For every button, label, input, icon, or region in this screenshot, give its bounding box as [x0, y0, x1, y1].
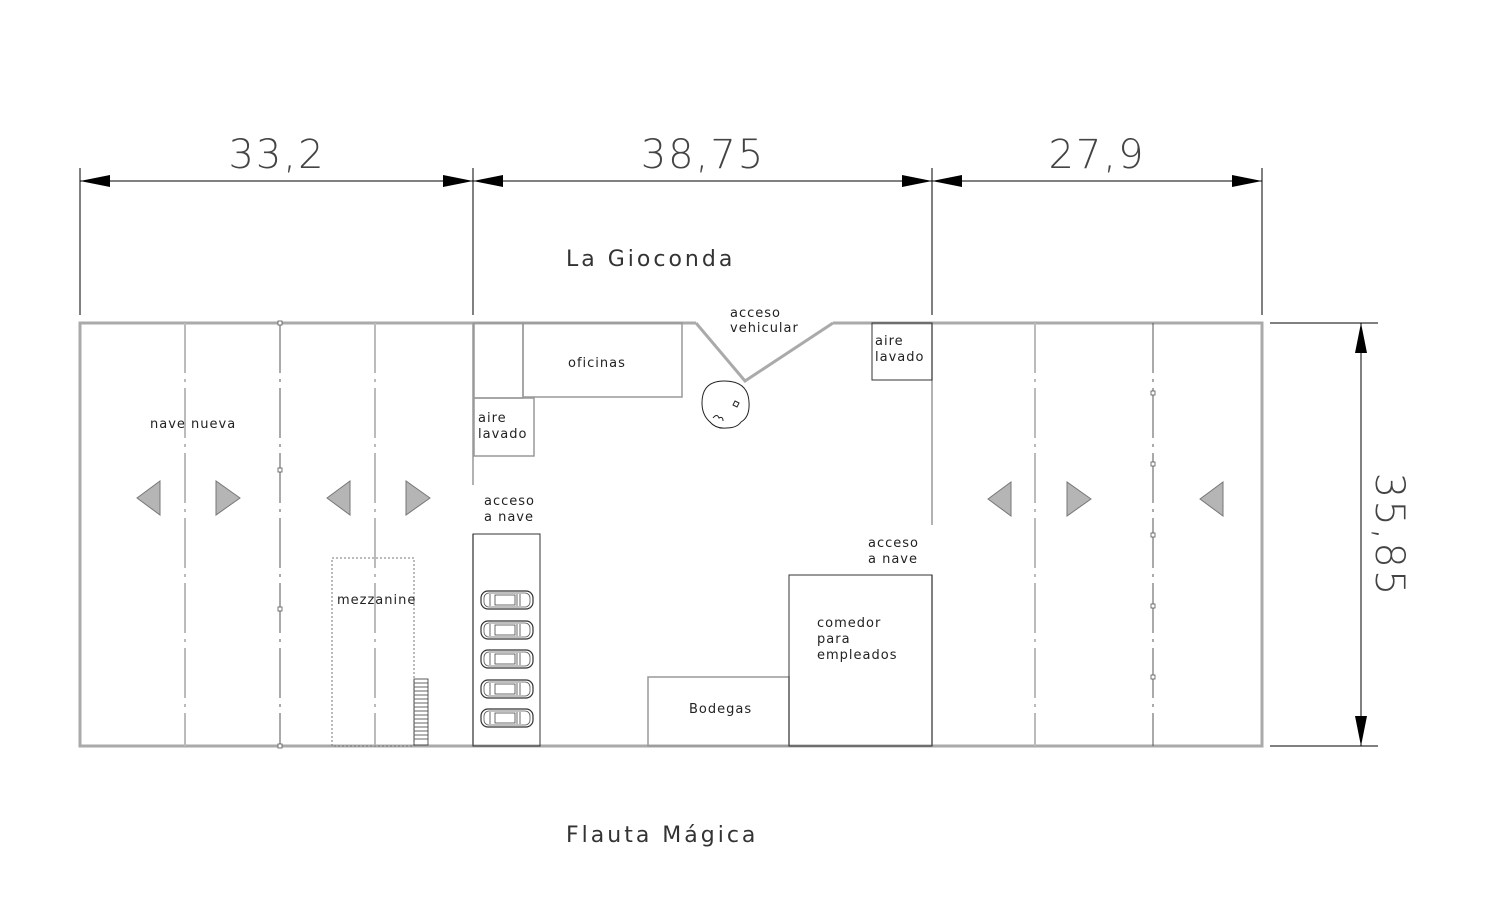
- mezzanine-area: [331, 557, 415, 747]
- car-icon: [480, 620, 534, 640]
- label-aire-lavado-left: aire: [478, 411, 507, 426]
- label-aire-lavado-left: lavado: [478, 427, 527, 442]
- dimension-left-width: 33,2: [228, 132, 325, 178]
- car-icon: [480, 708, 534, 728]
- outer-walls: [78, 321, 1264, 748]
- label-mezzanine: mezzanine: [337, 593, 416, 608]
- column-axes: [184, 320, 1156, 749]
- car-icon: [480, 590, 534, 610]
- label-acceso-vehicular: acceso: [730, 306, 781, 321]
- label-acceso-nave-left: acceso: [484, 494, 535, 509]
- dimension-height: 35,85: [1366, 473, 1412, 598]
- label-comedor: comedor: [817, 616, 881, 631]
- car-icon: [480, 679, 534, 699]
- label-nave-nueva: nave nueva: [150, 417, 236, 432]
- dimension-lines: [79, 168, 1378, 747]
- label-acceso-nave-left: a nave: [484, 510, 534, 525]
- triangle-right-icon: [1066, 481, 1092, 517]
- label-bodegas: Bodegas: [689, 702, 752, 717]
- stairs-icon: [413, 678, 429, 746]
- label-acceso-vehicular: vehicular: [730, 321, 799, 336]
- direction-triangles: [136, 480, 1224, 517]
- triangle-left-icon: [987, 481, 1012, 517]
- dimension-right-width: 27,9: [1048, 132, 1145, 178]
- triangle-left-icon: [326, 480, 351, 516]
- triangle-left-icon: [1199, 481, 1224, 517]
- label-oficinas: oficinas: [568, 356, 626, 371]
- dimension-middle-width: 38,75: [641, 132, 766, 178]
- label-acceso-nave-right: a nave: [868, 552, 918, 567]
- tree-icon: [701, 380, 750, 429]
- label-aire-lavado-right: lavado: [875, 350, 924, 365]
- street-bottom: Flauta Mágica: [566, 823, 758, 848]
- triangle-right-icon: [215, 480, 241, 516]
- triangle-left-icon: [136, 480, 161, 516]
- car-icon: [480, 649, 534, 669]
- label-acceso-nave-right: acceso: [868, 536, 919, 551]
- rooms: [472, 322, 933, 747]
- parking-cars: [480, 590, 534, 728]
- label-comedor: empleados: [817, 648, 897, 663]
- label-aire-lavado-right: aire: [875, 334, 904, 349]
- triangle-right-icon: [405, 480, 431, 516]
- street-top: La Gioconda: [566, 247, 735, 272]
- label-comedor: para: [817, 632, 851, 647]
